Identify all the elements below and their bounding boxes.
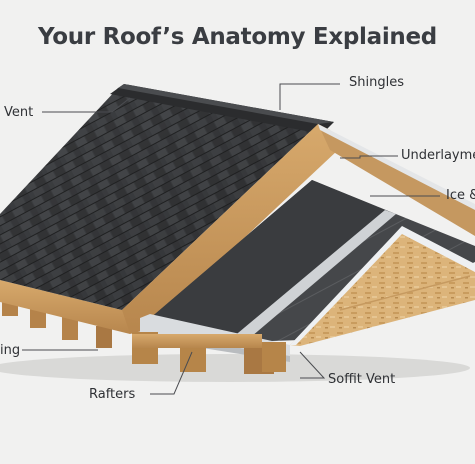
label-ice-water: Ice &: [446, 188, 475, 203]
label-shingles: Shingles: [349, 75, 404, 90]
label-sheathing: ing: [0, 343, 21, 358]
gable-fascia: [122, 124, 338, 334]
right-rafters: [132, 332, 286, 374]
left-plane-shade: [0, 88, 318, 310]
rake-board: [318, 124, 475, 236]
osb-seam: [339, 275, 471, 311]
page-title: Your Roof’s Anatomy Explained: [38, 24, 437, 50]
ice-water-shield: [232, 210, 396, 342]
gable-trim: [290, 226, 475, 345]
leader-lines: [22, 83, 440, 395]
label-underlayment: Underlayment: [401, 148, 475, 163]
left-fascia: [0, 280, 130, 334]
gable-end-sheathing: [290, 232, 475, 346]
ground-shadow: [0, 354, 470, 382]
ridge-cap: [118, 84, 334, 124]
label-rafters: Rafters: [89, 387, 136, 402]
label-soffit-vent: Soffit Vent: [328, 372, 396, 387]
drip-edge-upper: [318, 124, 475, 210]
label-ridge-vent: Vent: [4, 105, 34, 120]
shingle-strip: [148, 180, 385, 338]
